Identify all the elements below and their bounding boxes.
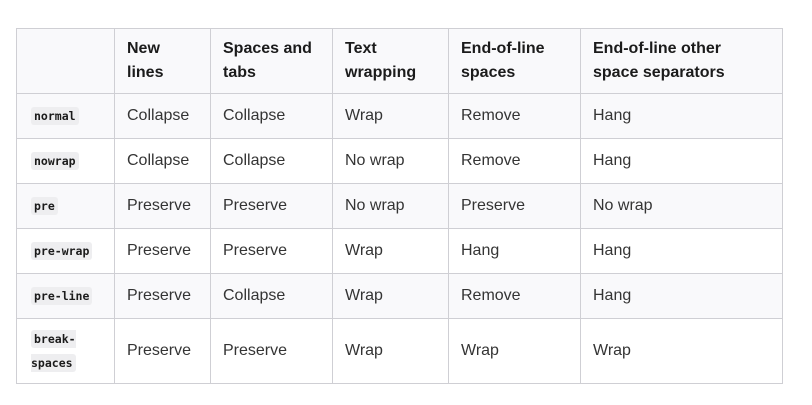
row-key-cell: pre-wrap: [16, 228, 115, 274]
table-cell: Collapse: [210, 93, 333, 139]
table-header-row: New lines Spaces and tabs Text wrapping …: [16, 28, 783, 94]
table-cell: Wrap: [332, 93, 449, 139]
value-code: pre-line: [31, 287, 93, 305]
white-space-comparison-table: New lines Spaces and tabs Text wrapping …: [16, 28, 783, 384]
table-cell: Preserve: [114, 318, 211, 384]
table-cell: Remove: [448, 138, 581, 184]
table-cell: Preserve: [210, 318, 333, 384]
value-code: normal: [31, 107, 79, 125]
row-key-cell: nowrap: [16, 138, 115, 184]
row-key-cell: break-spaces: [16, 318, 115, 384]
value-code: break-spaces: [31, 330, 76, 372]
table-cell: Preserve: [114, 273, 211, 319]
table-cell: Hang: [580, 93, 783, 139]
table-cell: Wrap: [580, 318, 783, 384]
header-new-lines: New lines: [114, 28, 211, 94]
table-row: pre Preserve Preserve No wrap Preserve N…: [16, 183, 783, 229]
table-row: normal Collapse Collapse Wrap Remove Han…: [16, 93, 783, 139]
table-row: nowrap Collapse Collapse No wrap Remove …: [16, 138, 783, 184]
table-cell: Wrap: [332, 273, 449, 319]
table-cell: Preserve: [448, 183, 581, 229]
table-cell: Preserve: [210, 183, 333, 229]
table-cell: Preserve: [114, 183, 211, 229]
table-cell: Collapse: [210, 138, 333, 184]
value-code: nowrap: [31, 152, 79, 170]
row-key-cell: pre-line: [16, 273, 115, 319]
table-cell: Remove: [448, 273, 581, 319]
row-key-cell: pre: [16, 183, 115, 229]
table-cell: Hang: [580, 273, 783, 319]
table-row: pre-line Preserve Collapse Wrap Remove H…: [16, 273, 783, 319]
value-code: pre-wrap: [31, 242, 93, 260]
table-cell: Wrap: [448, 318, 581, 384]
table-cell: No wrap: [332, 183, 449, 229]
table-cell: Preserve: [114, 228, 211, 274]
table-cell: Collapse: [210, 273, 333, 319]
value-code: pre: [31, 197, 58, 215]
header-blank: [16, 28, 115, 94]
table-cell: Wrap: [332, 228, 449, 274]
header-end-of-line-spaces: End-of-line spaces: [448, 28, 581, 94]
row-key-cell: normal: [16, 93, 115, 139]
header-spaces-and-tabs: Spaces and tabs: [210, 28, 333, 94]
header-text-wrapping: Text wrapping: [332, 28, 449, 94]
table-cell: No wrap: [332, 138, 449, 184]
table-cell: Collapse: [114, 93, 211, 139]
table-cell: No wrap: [580, 183, 783, 229]
table-cell: Collapse: [114, 138, 211, 184]
header-end-of-line-other-separators: End-of-line other space separators: [580, 28, 783, 94]
table-cell: Remove: [448, 93, 581, 139]
table-cell: Wrap: [332, 318, 449, 384]
table-cell: Hang: [448, 228, 581, 274]
table-cell: Preserve: [210, 228, 333, 274]
table-row: pre-wrap Preserve Preserve Wrap Hang Han…: [16, 228, 783, 274]
table-row: break-spaces Preserve Preserve Wrap Wrap…: [16, 318, 783, 384]
table-cell: Hang: [580, 228, 783, 274]
white-space-table-container: New lines Spaces and tabs Text wrapping …: [16, 28, 783, 384]
table-cell: Hang: [580, 138, 783, 184]
